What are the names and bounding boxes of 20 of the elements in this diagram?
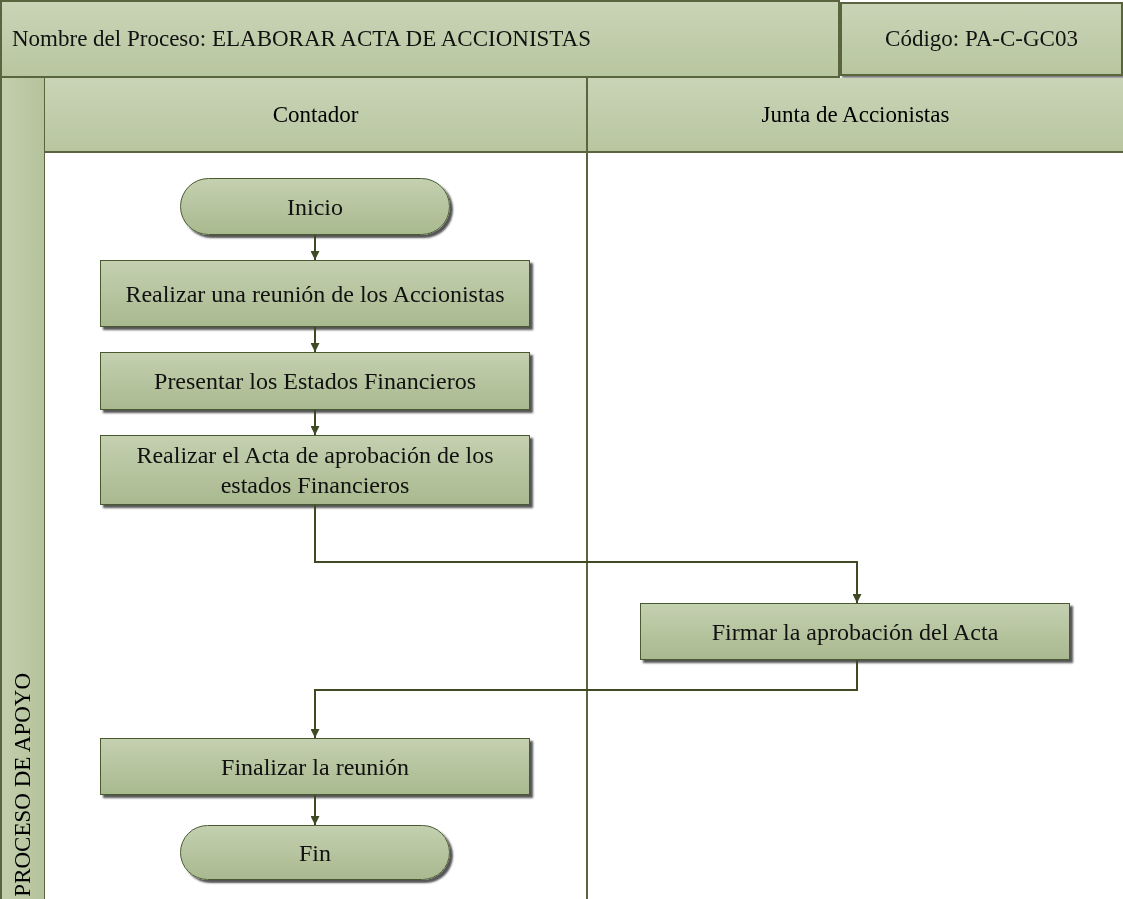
- pool-label: PROCESO DE APOYO: [9, 673, 36, 897]
- terminator-shape: Inicio: [180, 178, 450, 235]
- arrow: [310, 234, 320, 261]
- arrow: [310, 659, 858, 739]
- lane-header: Contador: [45, 78, 586, 153]
- process-box: Realizar el Acta de aprobación de los estados Financieros: [100, 435, 530, 505]
- arrow: [310, 794, 320, 826]
- process-box: Realizar una reunión de los Accionistas: [100, 260, 530, 327]
- terminator-shape: Fin: [180, 825, 450, 880]
- swimlane: [45, 78, 588, 899]
- lane-header: Junta de Accionistas: [588, 78, 1123, 153]
- arrow: [310, 409, 320, 436]
- process-box: Firmar la aprobación del Acta: [640, 603, 1070, 660]
- title-header: Nombre del Proceso: ELABORAR ACTA DE ACCIONISTAS: [0, 0, 840, 78]
- pool: [0, 78, 1123, 899]
- code-header: Código: PA-C-GC03: [840, 2, 1123, 76]
- process-box: Presentar los Estados Financieros: [100, 352, 530, 410]
- arrow: [314, 504, 862, 604]
- process-box: Finalizar la reunión: [100, 738, 530, 795]
- arrow: [310, 326, 320, 353]
